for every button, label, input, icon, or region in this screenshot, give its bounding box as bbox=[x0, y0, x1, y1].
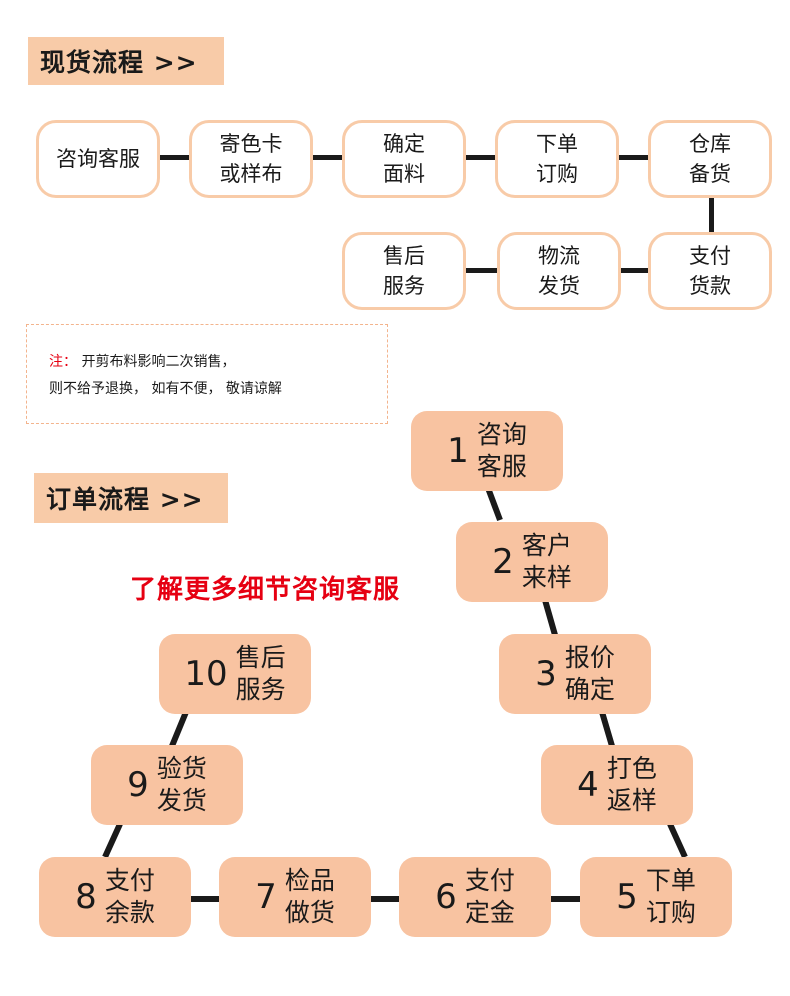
order-step-9: 9 验货发货 bbox=[91, 745, 243, 825]
stock-step-order: 下单 订购 bbox=[495, 120, 619, 198]
notice-line-1: 注： 开剪布料影响二次销售， bbox=[49, 349, 387, 376]
order-step-4: 4 打色返样 bbox=[541, 745, 693, 825]
step-label: 物流 bbox=[538, 244, 580, 268]
stock-step-after-sales: 售后 服务 bbox=[342, 232, 466, 310]
connector bbox=[667, 822, 688, 859]
order-step-2: 2 客户来样 bbox=[456, 522, 608, 602]
step-label: 验货 bbox=[156, 754, 207, 783]
order-step-1: 1 咨询客服 bbox=[411, 411, 563, 491]
step-label: 支付 bbox=[104, 866, 155, 895]
step-label: 做货 bbox=[284, 898, 335, 927]
step-label: 订购 bbox=[645, 898, 696, 927]
step-label: 发货 bbox=[538, 274, 580, 298]
promo-text: 了解更多细节咨询客服 bbox=[130, 575, 401, 605]
step-label: 售后 bbox=[383, 244, 425, 268]
step-label: 定金 bbox=[464, 898, 515, 927]
step-number: 6 bbox=[435, 877, 457, 917]
step-label: 余款 bbox=[104, 898, 155, 927]
step-number: 3 bbox=[535, 654, 557, 694]
stock-step-consult: 咨询客服 bbox=[36, 120, 160, 198]
step-label: 报价 bbox=[564, 643, 615, 672]
step-label: 检品 bbox=[284, 866, 335, 895]
step-label: 备货 bbox=[689, 162, 731, 186]
connector bbox=[102, 822, 123, 859]
order-step-10: 10 售后服务 bbox=[159, 634, 311, 714]
order-step-7: 7 检品做货 bbox=[219, 857, 371, 937]
step-label: 货款 bbox=[689, 274, 731, 298]
connector bbox=[599, 711, 615, 747]
step-number: 4 bbox=[577, 765, 599, 805]
step-label: 支付 bbox=[464, 866, 515, 895]
stock-step-shipping: 物流 发货 bbox=[497, 232, 621, 310]
connector bbox=[159, 155, 193, 160]
notice-box: 注： 开剪布料影响二次销售， 则不给予退换， 如有不便， 敬请谅解 bbox=[26, 324, 388, 424]
step-label: 客户 bbox=[521, 531, 572, 560]
step-label: 服务 bbox=[383, 274, 425, 298]
step-label: 寄色卡 bbox=[219, 132, 283, 156]
connector bbox=[465, 268, 499, 273]
step-number: 10 bbox=[184, 654, 228, 694]
connector bbox=[169, 710, 189, 748]
step-label: 咨询客服 bbox=[56, 147, 140, 171]
step-label: 发货 bbox=[156, 786, 207, 815]
stock-step-confirm-fabric: 确定 面料 bbox=[342, 120, 466, 198]
step-number: 9 bbox=[127, 765, 149, 805]
connector bbox=[485, 486, 503, 522]
stock-step-sample: 寄色卡 或样布 bbox=[189, 120, 313, 198]
step-number: 2 bbox=[492, 542, 514, 582]
order-step-5: 5 下单订购 bbox=[580, 857, 732, 937]
step-label: 支付 bbox=[689, 244, 731, 268]
step-label: 或样布 bbox=[219, 162, 283, 186]
step-label: 返样 bbox=[606, 786, 657, 815]
step-label: 仓库 bbox=[689, 132, 731, 156]
connector bbox=[542, 599, 558, 636]
stock-step-payment: 支付 货款 bbox=[648, 232, 772, 310]
step-number: 5 bbox=[616, 877, 638, 917]
step-label: 确定 bbox=[564, 675, 615, 704]
order-step-3: 3 报价确定 bbox=[499, 634, 651, 714]
step-number: 8 bbox=[75, 877, 97, 917]
connector bbox=[312, 155, 346, 160]
notice-label: 注： bbox=[49, 354, 77, 370]
order-flow-title: 订单流程 >> bbox=[34, 473, 228, 523]
connector bbox=[618, 155, 652, 160]
order-step-6: 6 支付定金 bbox=[399, 857, 551, 937]
stock-flow-title: 现货流程 >> bbox=[28, 37, 224, 85]
step-label: 下单 bbox=[645, 866, 696, 895]
step-number: 7 bbox=[255, 877, 277, 917]
connector bbox=[465, 155, 499, 160]
step-label: 服务 bbox=[235, 675, 286, 704]
stock-step-warehouse: 仓库 备货 bbox=[648, 120, 772, 198]
step-label: 售后 bbox=[235, 643, 286, 672]
step-label: 确定 bbox=[383, 132, 425, 156]
step-label: 打色 bbox=[606, 754, 657, 783]
notice-text-1: 开剪布料影响二次销售， bbox=[81, 354, 236, 370]
order-step-8: 8 支付余款 bbox=[39, 857, 191, 937]
step-number: 1 bbox=[447, 431, 469, 471]
step-label: 面料 bbox=[383, 162, 425, 186]
step-label: 来样 bbox=[521, 563, 572, 592]
step-label: 咨询 bbox=[476, 420, 527, 449]
notice-text-2: 则不给予退换， 如有不便， 敬请谅解 bbox=[49, 381, 282, 397]
step-label: 订购 bbox=[536, 162, 578, 186]
connector bbox=[709, 195, 714, 233]
connector bbox=[618, 268, 652, 273]
step-label: 客服 bbox=[476, 452, 527, 481]
step-label: 下单 bbox=[536, 132, 578, 156]
